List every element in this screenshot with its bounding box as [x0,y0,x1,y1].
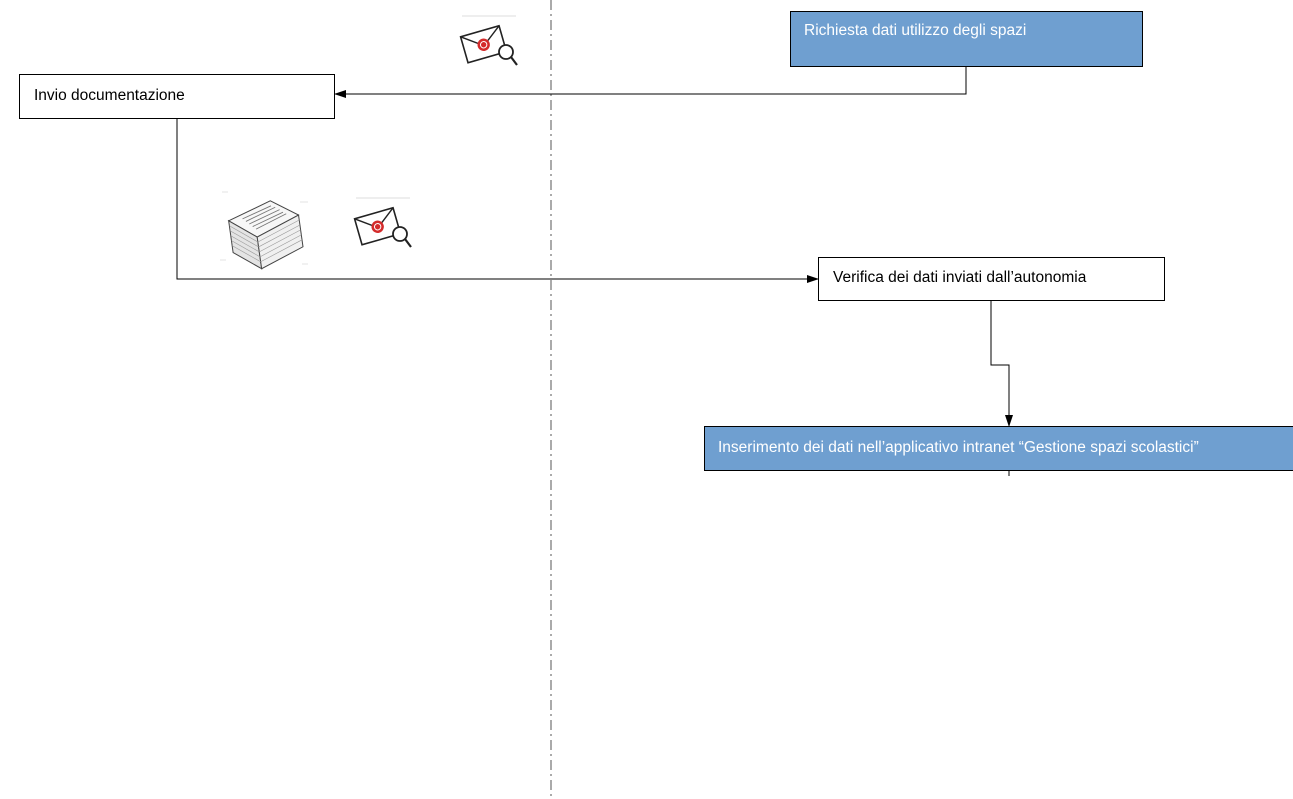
node-verifica-dati-label: Verifica dei dati inviati dall’autonomia [833,269,1087,286]
edge-invio-to-verifica [176,119,819,283]
pec-mail-search-icon [353,197,412,248]
pec-mail-search-icon [459,15,518,66]
edge-verifica-to-inserimento [990,301,1013,427]
node-richiesta-dati[interactable]: Richiesta dati utilizzo degli spazi [790,11,1143,67]
node-invio-documentazione-label: Invio documentazione [34,87,185,104]
node-invio-documentazione[interactable]: Invio documentazione [19,74,335,119]
edge-richiesta-to-invio [334,67,967,98]
document-stack-icon [220,191,308,270]
node-verifica-dati[interactable]: Verifica dei dati inviati dall’autonomia [818,257,1165,301]
node-inserimento-dati[interactable]: Inserimento dei dati nell’applicativo in… [704,426,1293,471]
node-richiesta-dati-label: Richiesta dati utilizzo degli spazi [804,22,1027,39]
node-inserimento-dati-label: Inserimento dei dati nell’applicativo in… [718,439,1199,456]
